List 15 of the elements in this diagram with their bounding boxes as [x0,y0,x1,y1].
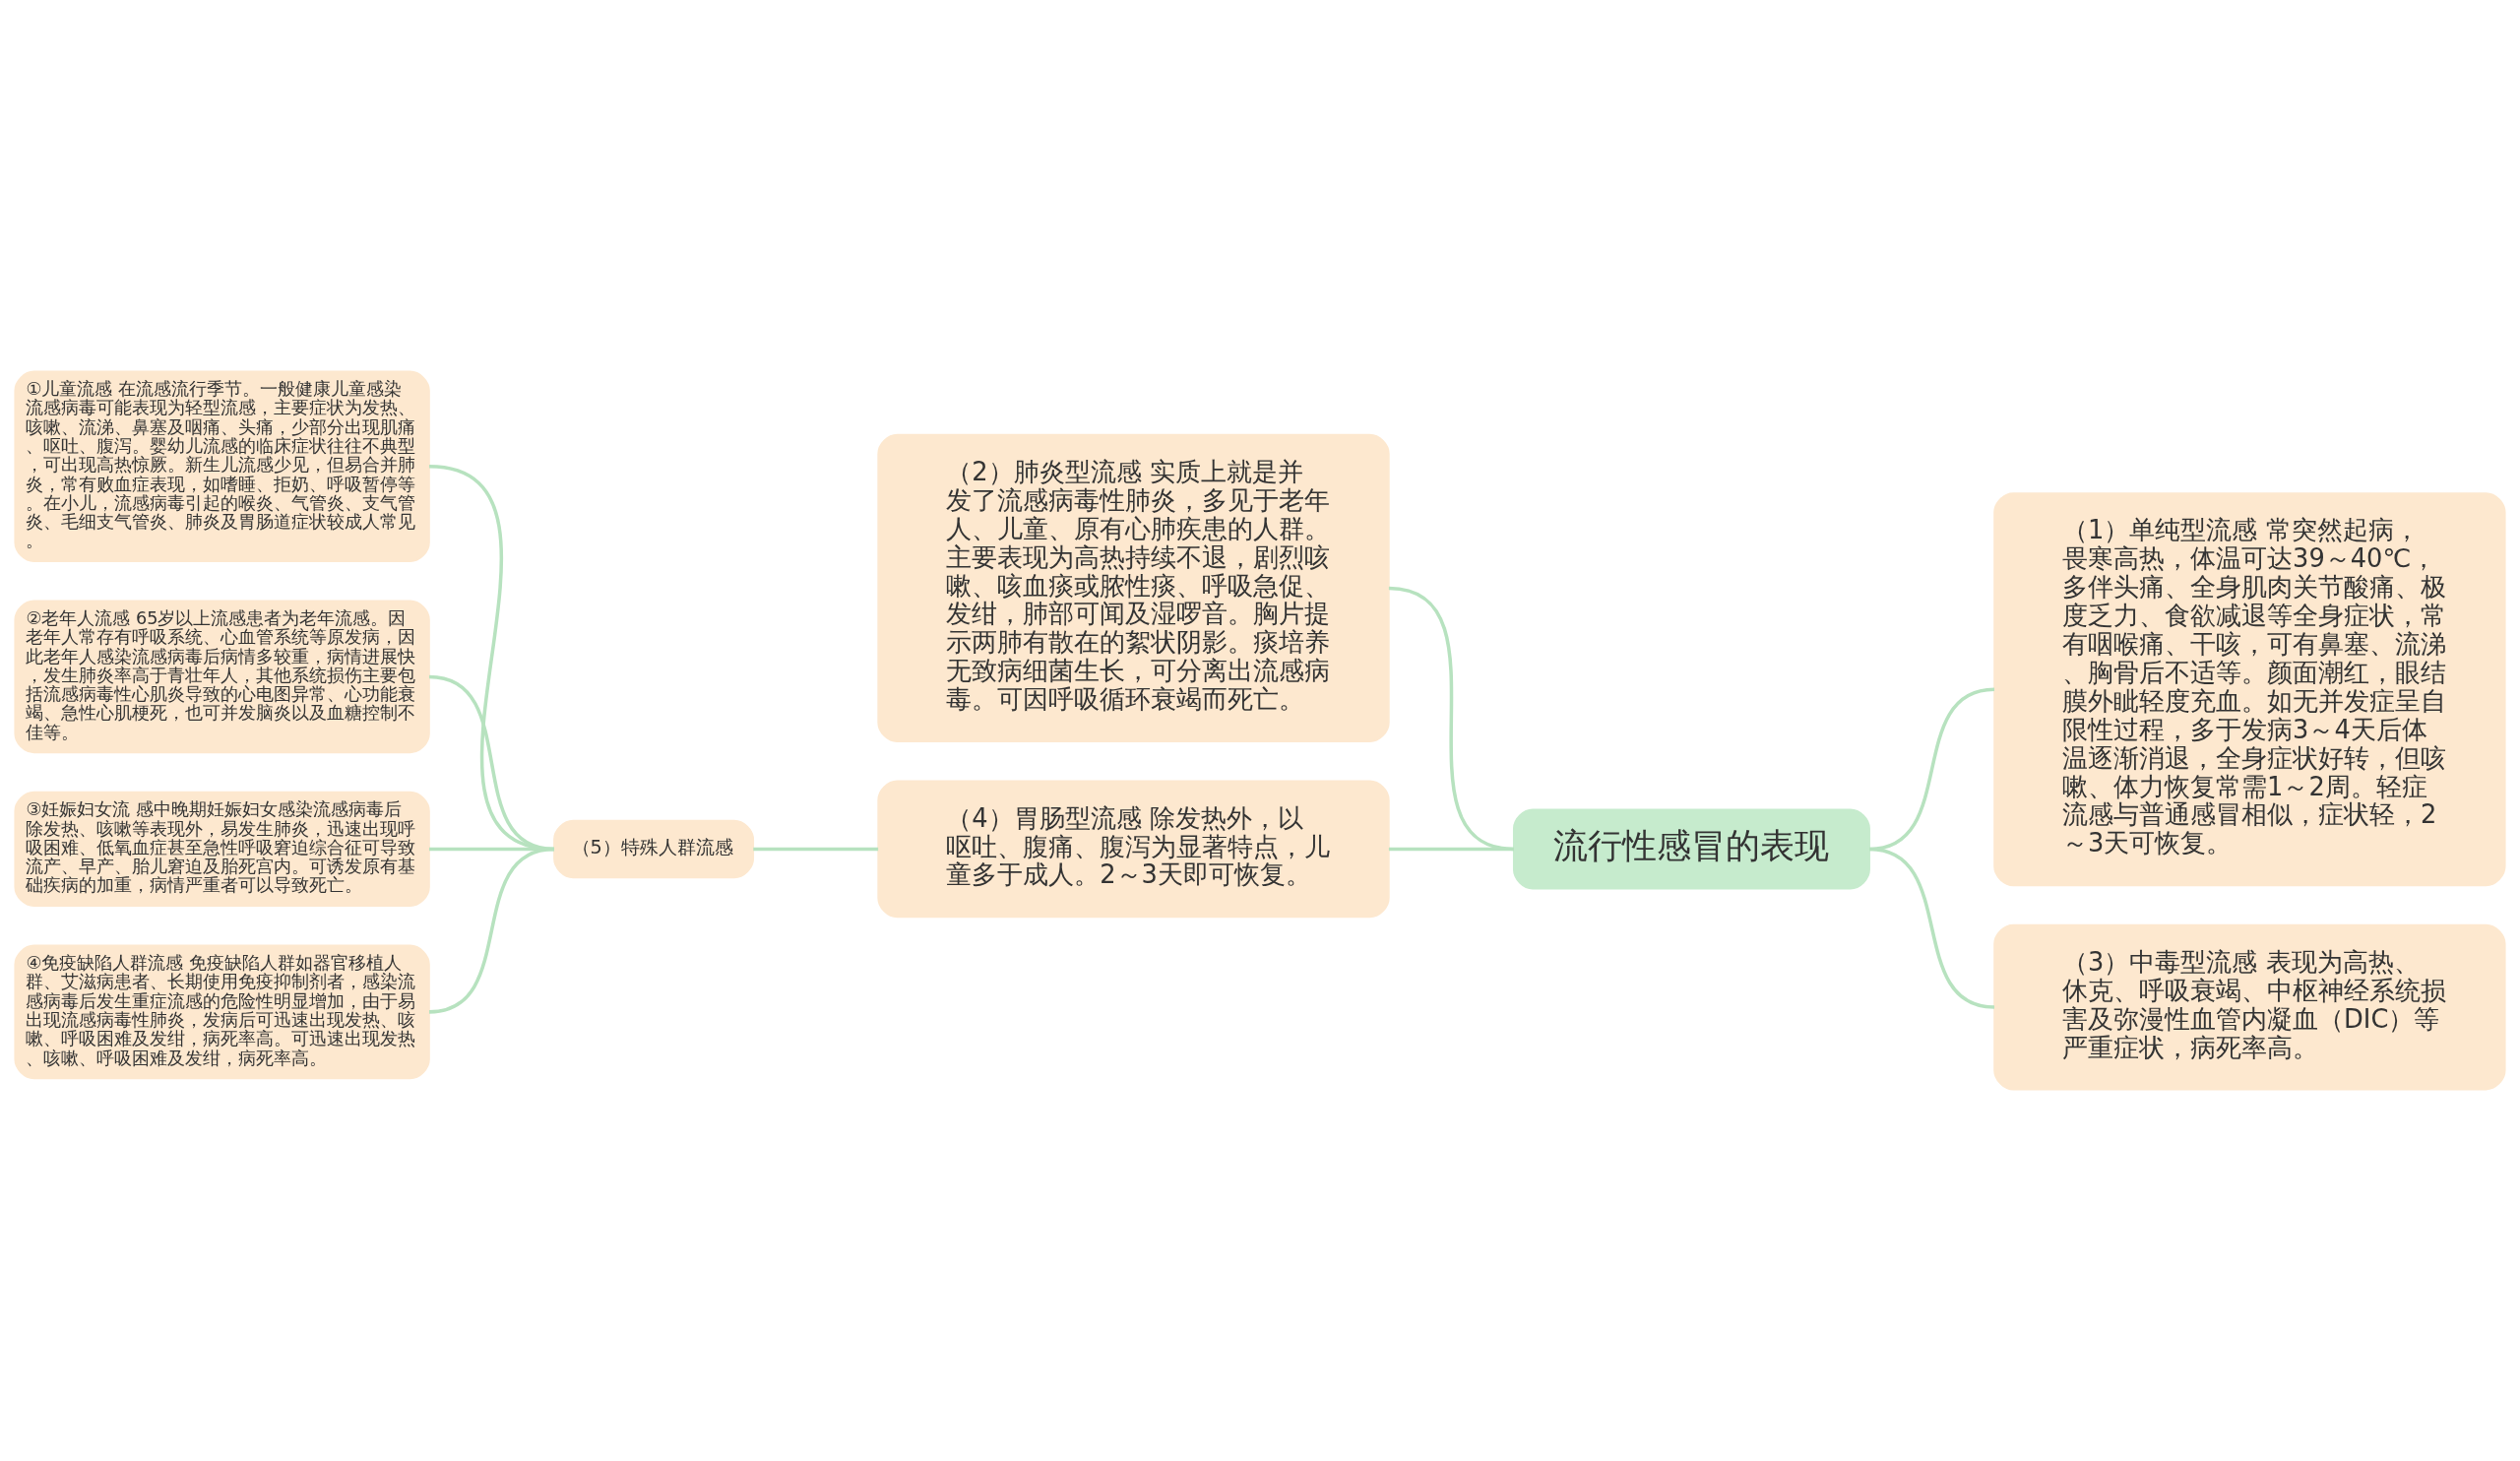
node-box: 流行性感冒的表现 [1512,808,1870,890]
node-box: ②老年人流感 65岁以上流感患者为老年流感。因老年人常存有呼吸系统、心血管系统等原发病，因此老年人感染流感病毒后病情多较重，病情进展快，发生肺炎率高于青壮年人，其他系统损伤主要包括流感病毒性心肌炎导致的心电图异常、心功能衰竭、急性心肌梗死，也可并发脑炎以及血糖控制不佳等。 [14,600,430,754]
node-box: ①儿童流感 在流感流行季节。一般健康儿童感染流感病毒可能表现为轻型流感，主要症状为发热、咳嗽、流涕、鼻塞及咽痛、头痛，少部分出现肌痛、呕吐、腹泻。婴幼儿流感的临床症状往往不典型，可出现高热惊厥。新生儿流感少见，但易合并肺炎，常有败血症表现，如嗜睡、拒奶、呼吸暂停等。在小儿，流感病毒引起的喉炎、气管炎、支气管炎、毛细支气管炎、肺炎及胃肠道症状较成人常见。 [14,370,430,562]
node-box: ④免疫缺陷人群流感 免疫缺陷人群如器官移植人群、艾滋病患者、长期使用免疫抑制剂者，感染流感病毒后发生重症流感的危险性明显增加，由于易出现流感病毒性肺炎，发病后可迅速出现发热、咳嗽、呼吸困难及发绀，病死率高。可迅速出现发热、咳嗽、呼吸困难及发绀，病死率高。 [14,944,430,1080]
node-box: ③妊娠妇女流 感中晚期妊娠妇女感染流感病毒后除发热、咳嗽等表现外，易发生肺炎，迅速出现呼吸困难、低氧血症甚至急性呼吸窘迫综合征可导致流产、早产、胎儿窘迫及胎死宫内。可诱发原有基础疾病的加重，病情严重者可以导致死亡。 [14,791,430,908]
connector [1388,586,1515,852]
connector [1388,847,1514,852]
connector [1868,847,1995,1009]
node-box: （2）肺炎型流感 实质上就是并发了流感病毒性肺炎，多见于老年人、儿童、原有心肺疾患的人群。主要表现为高热持续不退，剧烈咳嗽、咳血痰或脓性痰、呼吸急促、发绀，肺部可闻及湿啰音。胸片提示两肺有散在的絮状阴影。痰培养无致病细菌生长，可分离出流感病毒。可因呼吸循环衰竭而死亡。 [877,433,1390,743]
node-box: （5）特殊人群流感 [553,819,755,879]
connector [428,847,555,1014]
node-box: （1）单纯型流感 常突然起病，畏寒高热，体温可达39～40℃，多伴头痛、全身肌肉关节酸痛、极度乏力、食欲减退等全身症状，常有咽喉痛、干咳，可有鼻塞、流涕、胸骨后不适等。颜面潮红，眼结膜外眦轻度充血。如无并发症呈自限性过程，多于发病3～4天后体温逐渐消退，全身症状好转，但咳嗽、体力恢复常需1～2周。轻症流感与普通感冒相似，症状轻，2～3天可恢复。 [1993,492,2506,887]
node-box: （4）胃肠型流感 除发热外，以呕吐、腹痛、腹泻为显著特点，儿童多于成人。2～3天即可恢复。 [877,780,1390,919]
node-box: （3）中毒型流感 表现为高热、休克、呼吸衰竭、中枢神经系统损害及弥漫性血管内凝血（DIC）等严重症状，病死率高。 [1993,923,2506,1091]
connector [753,847,879,852]
